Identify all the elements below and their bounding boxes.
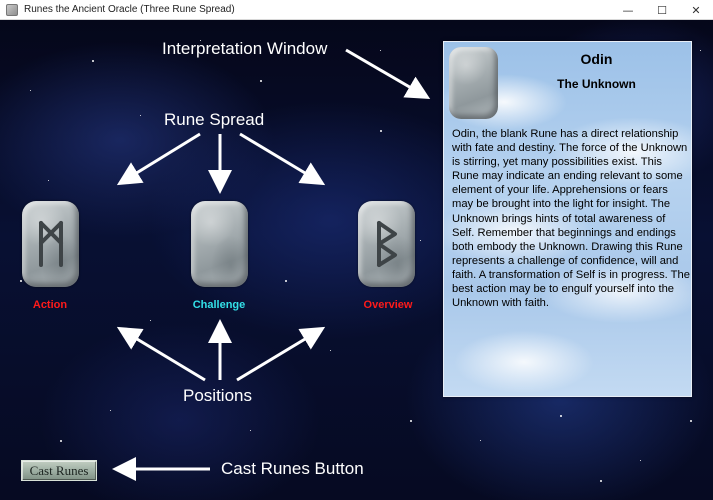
rune-mannaz-icon <box>36 219 66 269</box>
star-decoration <box>380 50 381 51</box>
interpretation-rune-meaning: The Unknown <box>557 77 636 91</box>
interpretation-rune-name: Odin <box>580 51 613 67</box>
star-decoration <box>285 280 287 282</box>
star-decoration <box>20 280 22 282</box>
star-decoration <box>60 440 62 442</box>
annotation-positions: Positions <box>183 386 252 405</box>
star-decoration <box>110 410 111 411</box>
rune-berkana-icon <box>372 219 402 269</box>
star-decoration <box>30 90 31 91</box>
cast-runes-button[interactable]: Cast Runes <box>21 460 97 481</box>
close-button[interactable]: ✕ <box>691 3 701 17</box>
interpretation-text: Odin, the blank Rune has a direct relati… <box>452 128 690 310</box>
annotation-cast-runes-button: Cast Runes Button <box>221 459 364 478</box>
star-decoration <box>330 350 331 351</box>
window-title: Runes the Ancient Oracle (Three Rune Spr… <box>24 4 235 15</box>
minimize-button[interactable]: — <box>622 3 634 17</box>
star-decoration <box>250 430 251 431</box>
position-label-action: Action <box>32 299 68 311</box>
window-controls: — ☐ ✕ <box>611 0 713 20</box>
annotation-interpretation-window: Interpretation Window <box>162 39 328 58</box>
star-decoration <box>260 80 262 82</box>
rune-stone-overview[interactable] <box>358 201 415 287</box>
rune-stone-challenge[interactable] <box>191 201 248 287</box>
star-decoration <box>92 60 94 62</box>
rune-stone-action[interactable] <box>22 201 79 287</box>
star-decoration <box>480 440 481 441</box>
interpretation-rune-stone <box>449 47 498 119</box>
arrow-to-action-rune <box>116 132 201 186</box>
star-decoration <box>700 50 701 51</box>
window-titlebar: Runes the Ancient Oracle (Three Rune Spr… <box>0 0 713 20</box>
star-decoration <box>380 130 382 132</box>
position-label-overview: Overview <box>363 299 413 311</box>
star-decoration <box>690 420 692 422</box>
arrow-to-action-label <box>116 326 206 382</box>
star-decoration <box>640 460 641 461</box>
annotation-arrows <box>112 48 431 481</box>
annotation-rune-spread: Rune Spread <box>164 110 265 129</box>
starfield-background: Interpretation Window Rune Spread Positi… <box>0 20 713 500</box>
arrow-to-overview-label <box>236 326 326 382</box>
star-decoration <box>150 320 151 321</box>
position-label-challenge: Challenge <box>192 299 246 311</box>
star-decoration <box>560 415 562 417</box>
star-decoration <box>420 240 421 241</box>
interpretation-window: Odin The Unknown Odin, the blank Rune ha… <box>443 41 692 397</box>
star-decoration <box>410 420 412 422</box>
star-decoration <box>48 180 49 181</box>
star-decoration <box>140 115 141 116</box>
star-decoration <box>600 480 602 482</box>
star-decoration <box>200 40 201 41</box>
app-icon <box>6 3 18 16</box>
arrow-to-overview-rune <box>239 132 326 186</box>
arrow-to-interpretation-window <box>345 48 431 100</box>
maximize-button[interactable]: ☐ <box>657 3 667 17</box>
